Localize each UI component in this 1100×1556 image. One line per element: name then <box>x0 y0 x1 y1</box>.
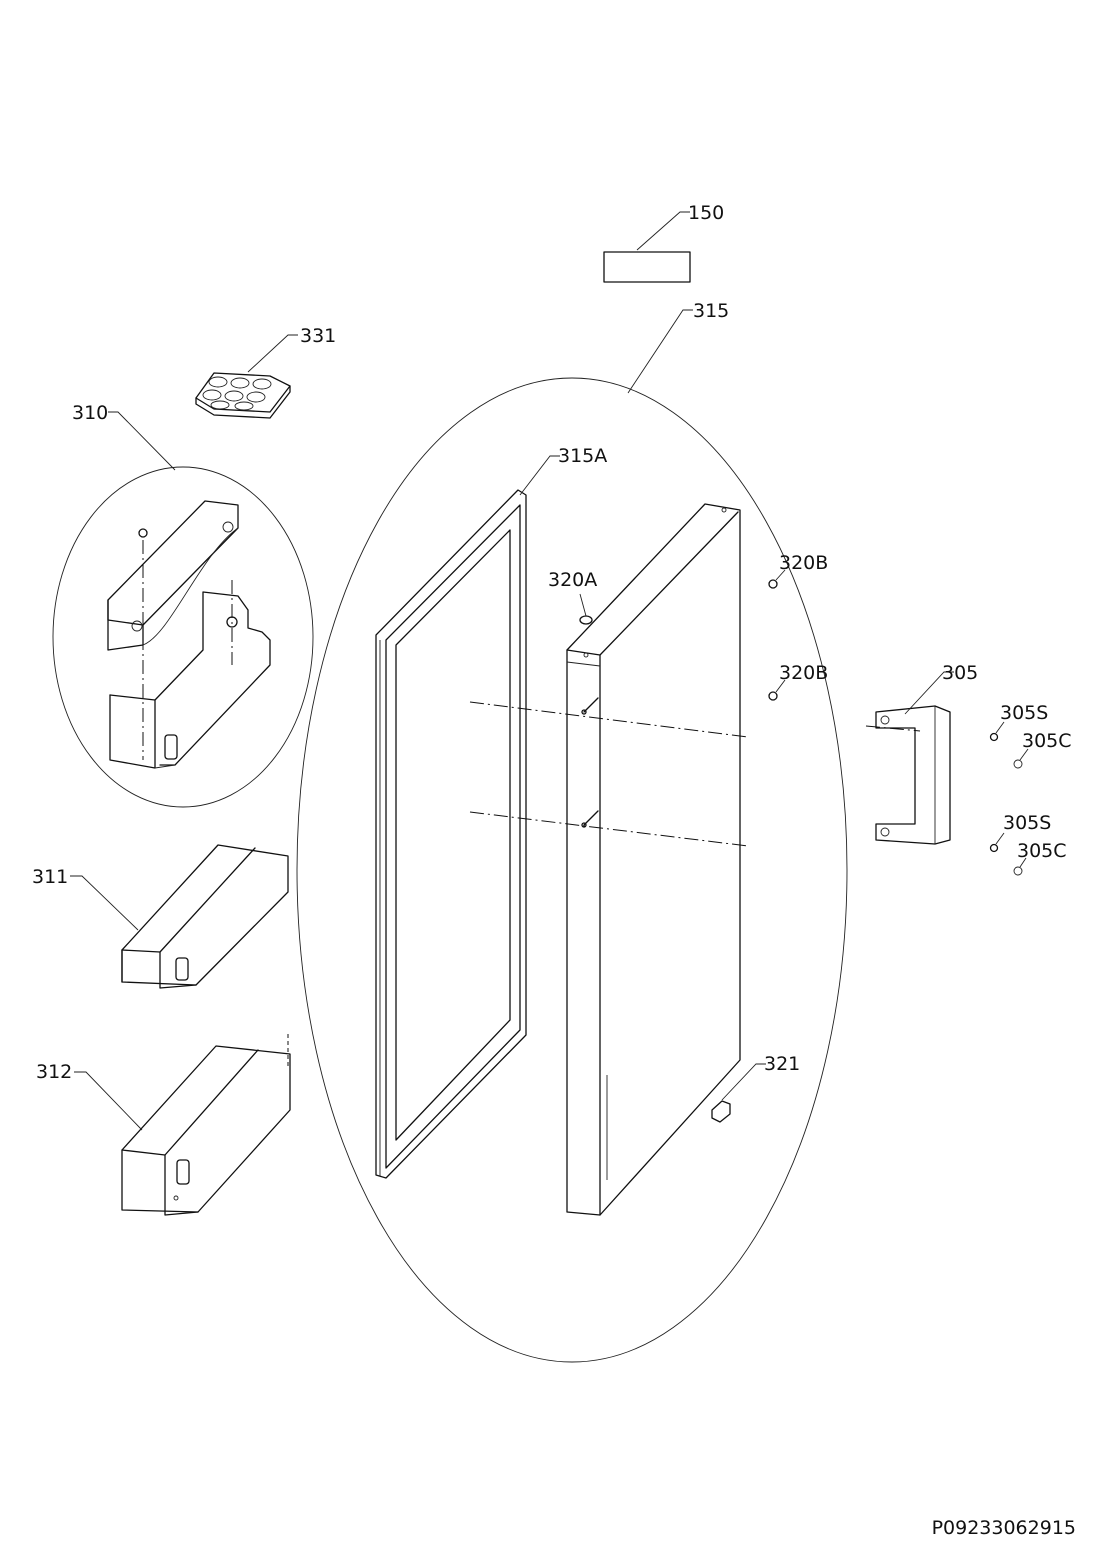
part-150-label-plate <box>603 211 691 283</box>
label-315: 315 <box>693 300 729 322</box>
part-320B-plug-top <box>768 569 786 589</box>
part-315A-door-gasket <box>375 455 560 1179</box>
part-310-shelf-detail <box>52 411 314 808</box>
part-320B-plug-bottom <box>768 679 786 701</box>
part-305S-screw-top <box>989 721 1005 742</box>
part-305C-cap-top <box>1013 748 1029 769</box>
label-305C-top: 305C <box>1022 730 1072 752</box>
label-311: 311 <box>32 866 68 888</box>
part-305C-cap-bottom <box>1013 857 1027 876</box>
label-150: 150 <box>688 202 724 224</box>
label-315A: 315A <box>558 445 607 467</box>
label-305: 305 <box>942 662 978 684</box>
label-305S-top: 305S <box>1000 702 1048 724</box>
part-315-door-panel <box>566 503 741 1216</box>
label-320B-bottom: 320B <box>779 662 828 684</box>
document-id: P09233062915 <box>932 1517 1076 1539</box>
handle-axis-lines <box>469 701 749 847</box>
part-331-egg-tray <box>195 334 298 419</box>
part-321-hinge-cover <box>711 1063 766 1123</box>
part-312-door-shelf-large <box>74 1034 291 1216</box>
label-331: 331 <box>300 325 336 347</box>
label-310: 310 <box>72 402 108 424</box>
label-305C-bottom: 305C <box>1017 840 1067 862</box>
label-320B-top: 320B <box>779 552 828 574</box>
label-312: 312 <box>36 1061 72 1083</box>
part-311-door-shelf <box>70 844 289 989</box>
part-305-door-handle <box>865 671 954 845</box>
part-315-door-assembly-group <box>296 309 848 1363</box>
label-321: 321 <box>764 1053 800 1075</box>
part-305S-screw-bottom <box>989 832 1005 853</box>
label-320A: 320A <box>548 569 597 591</box>
label-305S-bottom: 305S <box>1003 812 1051 834</box>
part-320A-plug <box>579 593 593 625</box>
